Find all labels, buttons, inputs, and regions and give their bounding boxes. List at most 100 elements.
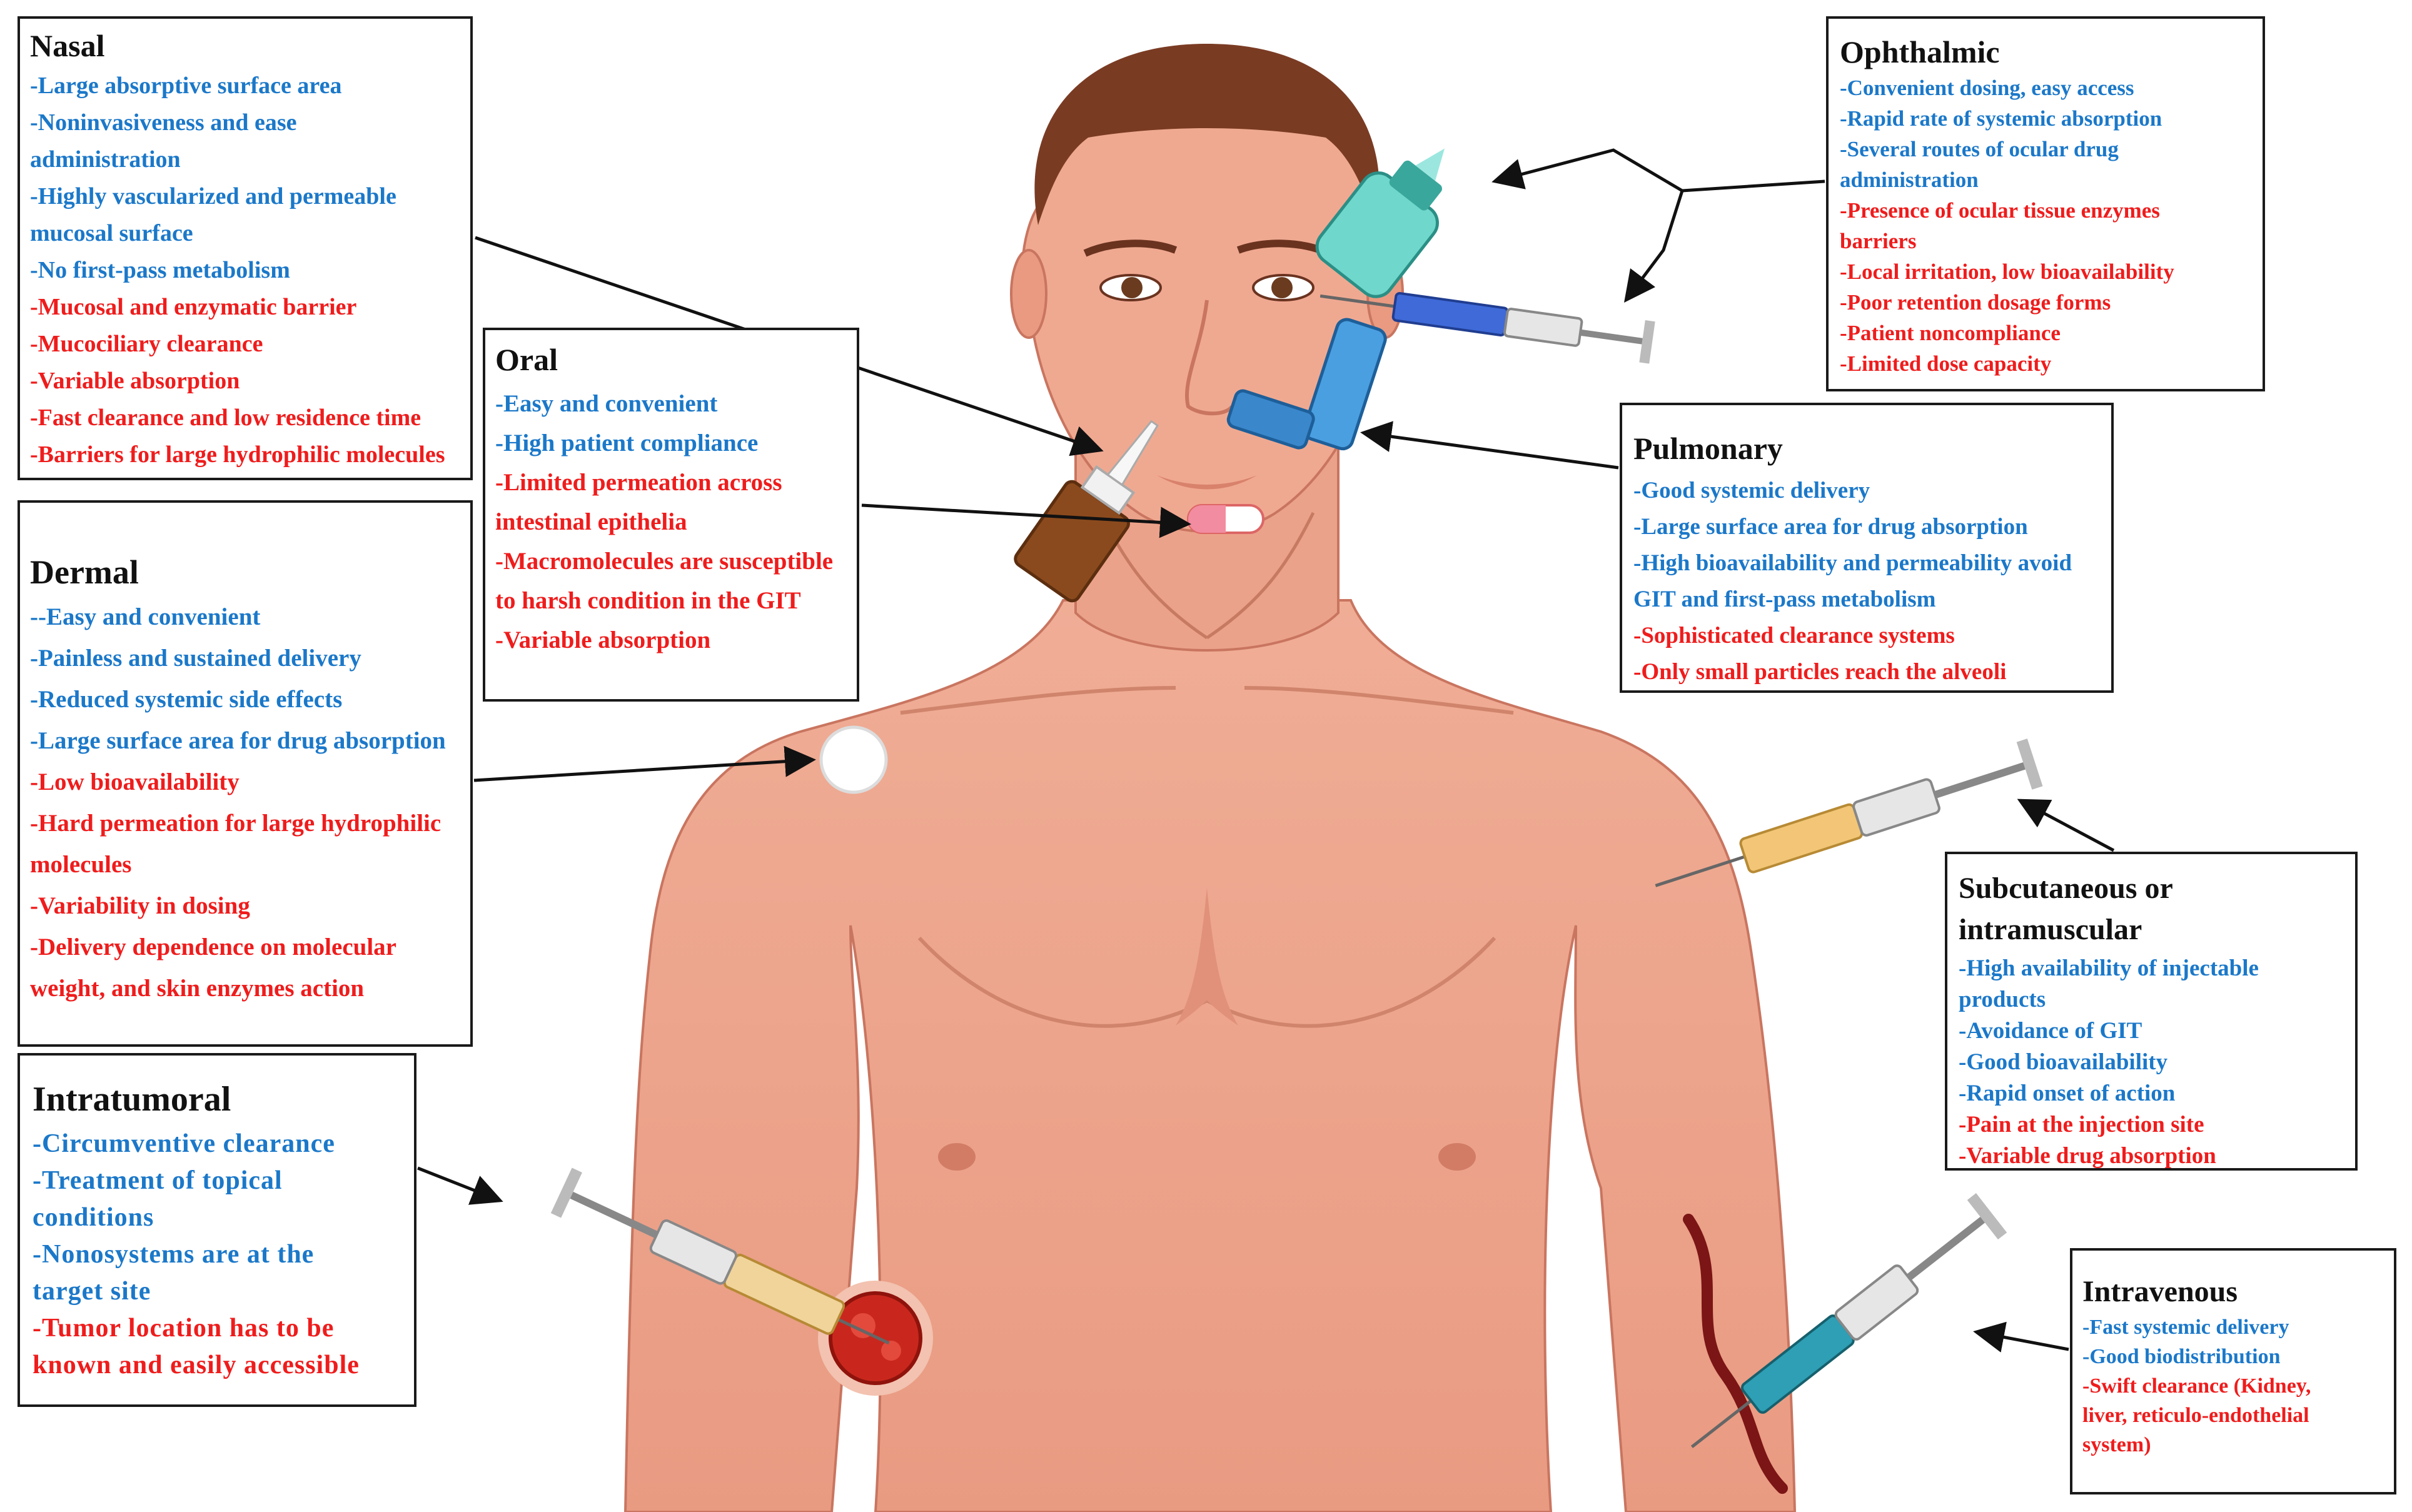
disadvantage-item: molecules xyxy=(30,851,132,878)
item-list: -Good systemic delivery-Large surface ar… xyxy=(1633,473,2100,690)
disadvantage-item: known and easily accessible xyxy=(33,1351,360,1379)
disadvantage-item: -Poor retention dosage forms xyxy=(1840,290,2111,315)
oral-box: Oral -Easy and convenient-High patient c… xyxy=(483,328,859,702)
ophthalmic-arrow-2 xyxy=(1624,190,1684,303)
advantage-item: products xyxy=(1959,987,2046,1012)
advantage-item: -High patient compliance xyxy=(495,430,759,456)
subq-arrow xyxy=(2017,799,2115,852)
disadvantage-item: system) xyxy=(2082,1433,2151,1456)
nasal-spray-icon xyxy=(1014,420,1159,603)
box-title: Pulmonary xyxy=(1633,431,1783,466)
advantage-item: -Noninvasiveness and ease xyxy=(30,109,297,136)
advantage-item: -Large absorptive surface area xyxy=(30,73,342,99)
box-title: Nasal xyxy=(30,28,105,63)
box-title: Dermal xyxy=(30,553,139,591)
disadvantage-item: liver, reticulo-endothelial xyxy=(2082,1404,2309,1427)
torso xyxy=(623,599,1797,1512)
disadvantage-item: -Variability in dosing xyxy=(30,892,250,919)
advantage-item: -Large surface area for drug absorption xyxy=(30,727,446,754)
dermal-box: Dermal --Easy and convenient -Painless an… xyxy=(18,500,473,1047)
disadvantage-item: -Hard permeation for large hydrophilic xyxy=(30,810,442,837)
advantage-item: -Good bioavailability xyxy=(1959,1049,2168,1075)
intratumoral-syringe-icon xyxy=(550,1167,890,1345)
disadvantage-item: -Swift clearance (Kidney, xyxy=(2082,1374,2311,1398)
oral-arrow xyxy=(861,503,1191,538)
advantage-item: -Nonosystems are at the xyxy=(33,1240,315,1269)
disadvantage-item: -Low bioavailability xyxy=(30,769,240,795)
disadvantage-item: -Mucosal and enzymatic barrier xyxy=(30,294,357,320)
disadvantage-item: -Mucociliary clearance xyxy=(30,331,263,357)
advantage-item: administration xyxy=(30,146,181,173)
disadvantage-item: -Pain at the injection site xyxy=(1959,1112,2204,1137)
disadvantage-item: -Only small particles reach the alveoli xyxy=(1633,659,2007,685)
ophthalmic-box: Ophthalmic -Convenient dosing, easy acce… xyxy=(1826,16,2265,391)
box-title-line: Subcutaneous or xyxy=(1959,872,2173,905)
box-title-line: intramuscular xyxy=(1959,913,2142,946)
pulmonary-box: Pulmonary -Good systemic delivery-Large … xyxy=(1620,403,2114,693)
disadvantage-item: -Limited permeation across xyxy=(495,469,782,496)
disadvantage-item: -Variable drug absorption xyxy=(1959,1143,2216,1169)
advantage-item: -Good systemic delivery xyxy=(1633,478,1870,503)
vein xyxy=(1683,1214,1788,1494)
advantage-item: target site xyxy=(33,1277,151,1306)
advantage-item: -Several routes of ocular drug xyxy=(1840,137,2119,161)
advantage-item: -Highly vascularized and permeable xyxy=(30,183,396,209)
disadvantage-item: -Variable absorption xyxy=(495,627,711,653)
box-title: Subcutaneous or intramuscular xyxy=(1959,868,2344,950)
advantage-item: --Easy and convenient xyxy=(30,603,261,630)
item-list: --Easy and convenient -Painless and susta… xyxy=(30,597,460,1009)
nasal-box: Nasal -Large absorptive surface area -Non… xyxy=(18,16,473,480)
disadvantage-item: to harsh condition in the GIT xyxy=(495,587,801,614)
pulmonary-arrow xyxy=(1360,421,1619,470)
advantage-item: -Circumventive clearance xyxy=(33,1129,335,1158)
disadvantage-item: -Local irritation, low bioavailability xyxy=(1840,260,2174,284)
disadvantage-item: barriers xyxy=(1840,229,1917,253)
advantage-item: -Easy and convenient xyxy=(495,390,718,417)
advantage-item: -Rapid onset of action xyxy=(1959,1081,2176,1106)
disadvantage-item: -Macromolecules are susceptible xyxy=(495,548,834,575)
advantage-item: -Reduced systemic side effects xyxy=(30,686,343,713)
advantage-item: mucosal surface xyxy=(30,220,193,246)
ophthalmic-arrow xyxy=(1491,148,1825,193)
item-list: -Circumventive clearance -Treatment of to… xyxy=(33,1126,401,1384)
disadvantage-item: -Barriers for large hydrophilic molecule… xyxy=(30,441,445,468)
advantage-item: -Painless and sustained delivery xyxy=(30,645,361,672)
intravenous-syringe-icon xyxy=(1690,1193,2007,1448)
disadvantage-item: -Sophisticated clearance systems xyxy=(1633,623,1955,648)
item-list: -Fast systemic delivery -Good biodistribu… xyxy=(2082,1313,2384,1459)
intravenous-box: Intravenous -Fast systemic delivery -Good… xyxy=(2070,1248,2396,1494)
item-list: -Convenient dosing, easy access-Rapid ra… xyxy=(1840,73,2251,379)
iv-arrow xyxy=(1973,1321,2069,1353)
disadvantage-item: -Delivery dependence on molecular xyxy=(30,934,396,960)
intratumoral-arrow xyxy=(417,1166,503,1205)
disadvantage-item: -Variable absorption xyxy=(30,368,240,394)
capsule-icon xyxy=(1187,504,1264,534)
disadvantage-item: weight, and skin enzymes action xyxy=(30,975,365,1002)
inhaler-icon xyxy=(1226,318,1387,451)
advantage-item: -High availability of injectable xyxy=(1959,955,2259,981)
box-title: Intratumoral xyxy=(33,1080,231,1119)
eye-drop-bottle-icon xyxy=(1315,148,1445,298)
box-title: Intravenous xyxy=(2082,1275,2238,1308)
dermal-patch xyxy=(819,725,888,794)
advantage-item: -Treatment of topical xyxy=(33,1166,283,1195)
hair xyxy=(1034,44,1380,225)
disadvantage-item: -Limited dose capacity xyxy=(1840,351,2052,376)
advantage-item: -No first-pass metabolism xyxy=(30,257,290,283)
advantage-item: -Fast systemic delivery xyxy=(2082,1316,2289,1339)
item-list: -High availability of injectable products… xyxy=(1959,953,2344,1172)
advantage-item: GIT and first-pass metabolism xyxy=(1633,587,1936,612)
advantage-item: administration xyxy=(1840,168,1979,192)
box-title: Ophthalmic xyxy=(1840,34,2000,69)
advantage-item: -Convenient dosing, easy access xyxy=(1840,76,2134,100)
advantage-item: -Good biodistribution xyxy=(2082,1345,2281,1368)
intratumoral-box: Intratumoral -Circumventive clearance -Tr… xyxy=(18,1053,416,1407)
dermal-arrow xyxy=(473,745,816,782)
disadvantage-item: -Tumor location has to be xyxy=(33,1314,335,1343)
disadvantage-item: -Patient noncompliance xyxy=(1840,321,2061,345)
item-list: -Large absorptive surface area -Noninvasi… xyxy=(30,68,460,473)
item-list: -Easy and convenient -High patient compli… xyxy=(495,384,847,660)
subcutaneous-syringe-icon xyxy=(1655,738,2043,887)
